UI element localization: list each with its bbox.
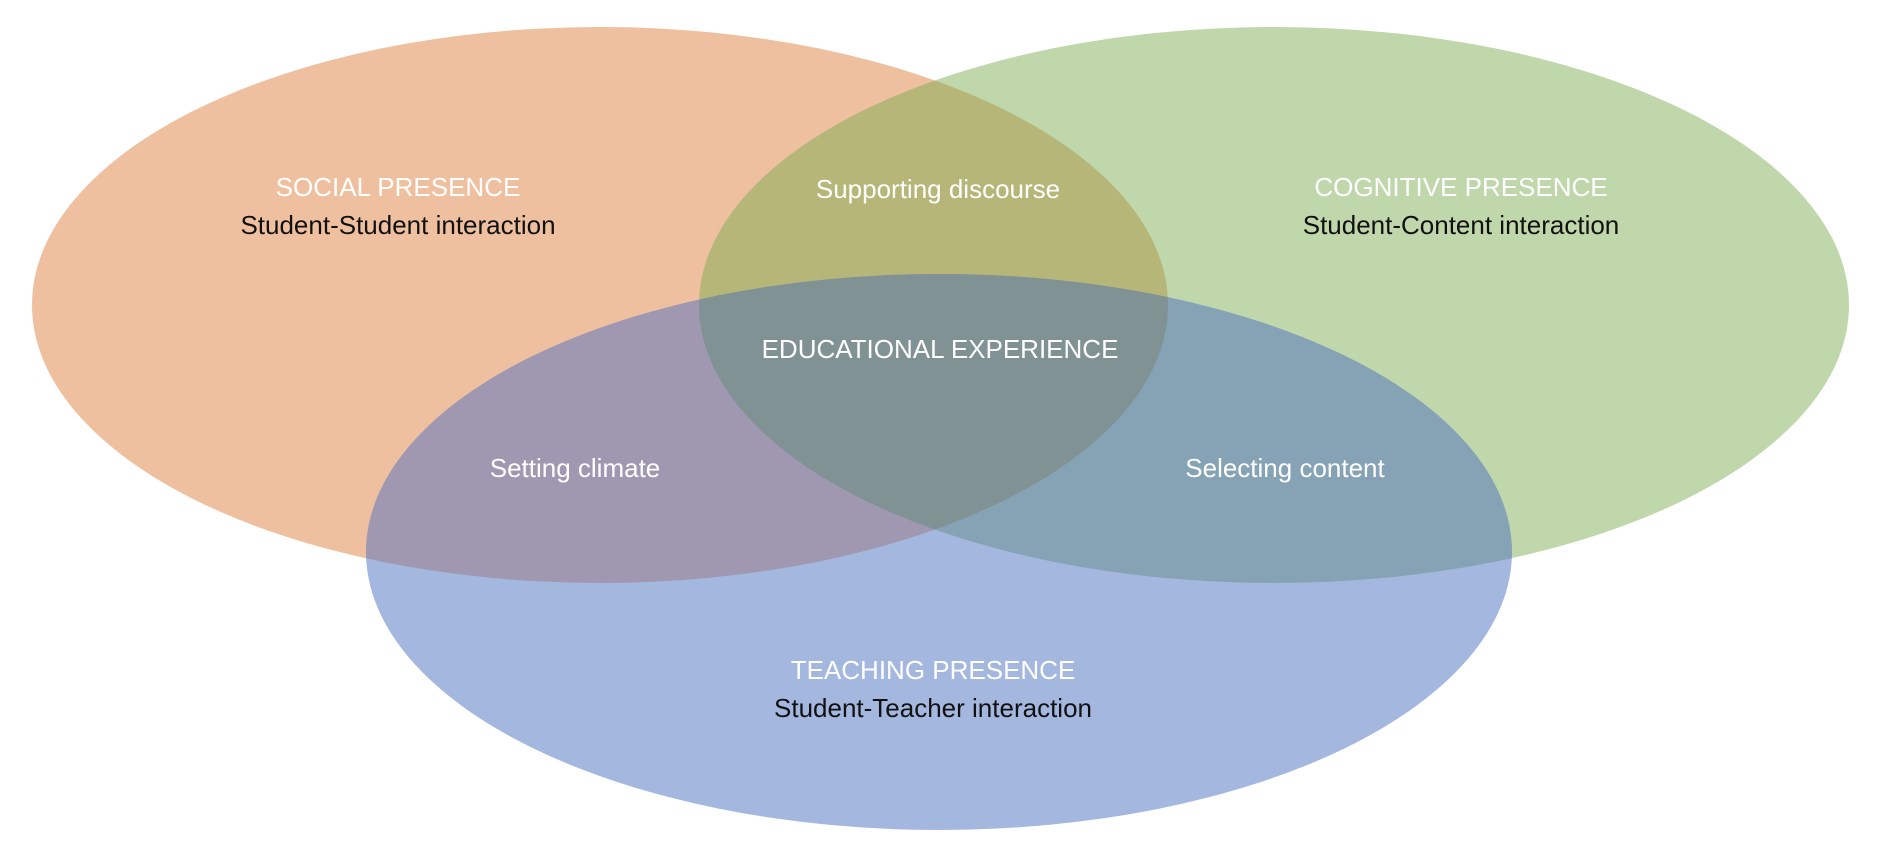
center-overlap — [699, 274, 1168, 583]
supporting-discourse-label: Supporting discourse — [815, 174, 1061, 204]
educational-experience-label: EDUCATIONAL EXPERIENCE — [761, 334, 1119, 364]
cognitive-presence-title: COGNITIVE PRESENCE — [1314, 172, 1608, 202]
teaching-presence-title: TEACHING PRESENCE — [790, 655, 1076, 685]
cognitive-presence-subtitle: Student-Content interaction — [1302, 210, 1620, 240]
social-presence-subtitle: Student-Student interaction — [240, 210, 556, 240]
setting-climate-label: Setting climate — [489, 453, 661, 483]
social-presence-title: SOCIAL PRESENCE — [275, 172, 521, 202]
selecting-content-label: Selecting content — [1185, 453, 1385, 483]
teaching-presence-subtitle: Student-Teacher interaction — [774, 693, 1092, 723]
